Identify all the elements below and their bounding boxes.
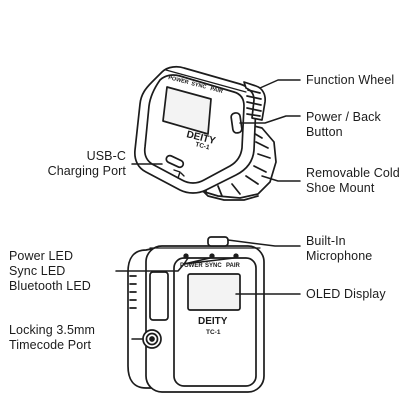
- callout-function-wheel: Function Wheel: [306, 73, 394, 88]
- callout-power-back-line-1: Power / Back: [306, 110, 381, 124]
- top-device-label-pair: PAIR: [210, 86, 224, 95]
- top-device-model: TC-1: [195, 141, 211, 151]
- leader-cold-shoe: [261, 175, 301, 182]
- callout-function-wheel-line-1: Function Wheel: [306, 73, 395, 87]
- sync-led: [209, 253, 215, 259]
- callout-power-back-line-2: Button: [306, 125, 343, 139]
- callout-microphone-line-1: Built-In: [306, 234, 346, 248]
- callout-usb-c-line-1: USB-C: [86, 149, 126, 163]
- leader-lines: [115, 79, 301, 340]
- callout-cold-shoe-line-2: Shoe Mount: [306, 181, 375, 195]
- callout-cold-shoe-mount: Removable Cold Shoe Mount: [306, 166, 400, 196]
- front-device-label-power: POWER: [180, 263, 203, 269]
- callout-built-in-microphone: Built-In Microphone: [306, 234, 372, 264]
- power-led: [183, 253, 189, 259]
- callout-cold-shoe-line-1: Removable Cold: [306, 166, 400, 180]
- usb-c-port: [165, 154, 185, 169]
- callout-oled-display: OLED Display: [306, 287, 386, 302]
- leader-leds: [115, 257, 235, 272]
- callout-microphone-line-2: Microphone: [306, 249, 373, 263]
- callout-usb-c-line-2: Charging Port: [47, 164, 126, 178]
- callout-timecode-port: Locking 3.5mm Timecode Port: [9, 323, 95, 353]
- oled-screen-front: [187, 273, 241, 311]
- front-device-label-sync: SYNC: [205, 263, 222, 269]
- front-device-label-pair: PAIR: [226, 263, 241, 269]
- oled-screen-top: [162, 86, 212, 135]
- front-device-model: TC-1: [206, 329, 221, 336]
- device-bottom-view: [127, 236, 265, 393]
- bluetooth-led: [233, 253, 239, 259]
- callout-oled-line-1: OLED Display: [306, 287, 386, 301]
- top-device-label-power: POWER: [168, 75, 190, 86]
- callout-power-back-button: Power / Back Button: [306, 110, 381, 140]
- callout-usb-c-charging-port: USB-C Charging Port: [48, 149, 126, 179]
- leader-microphone: [227, 239, 301, 247]
- callout-timecode-line-1: Locking 3.5mm: [9, 323, 96, 337]
- device-top-view: [134, 65, 277, 201]
- callout-sync-led: Sync LED: [9, 264, 66, 278]
- callout-leds: Power LED Sync LED Bluetooth LED: [9, 249, 91, 294]
- callout-bluetooth-led: Bluetooth LED: [9, 279, 91, 293]
- top-device-label-sync: SYNC: [191, 81, 207, 91]
- timecode-port: [142, 329, 162, 349]
- leader-function-wheel: [259, 79, 301, 89]
- front-device-brand: DEITY: [198, 316, 228, 327]
- callout-timecode-line-2: Timecode Port: [9, 338, 92, 352]
- leader-power-back: [239, 115, 301, 124]
- callout-power-led: Power LED: [9, 249, 74, 263]
- built-in-microphone: [207, 236, 229, 247]
